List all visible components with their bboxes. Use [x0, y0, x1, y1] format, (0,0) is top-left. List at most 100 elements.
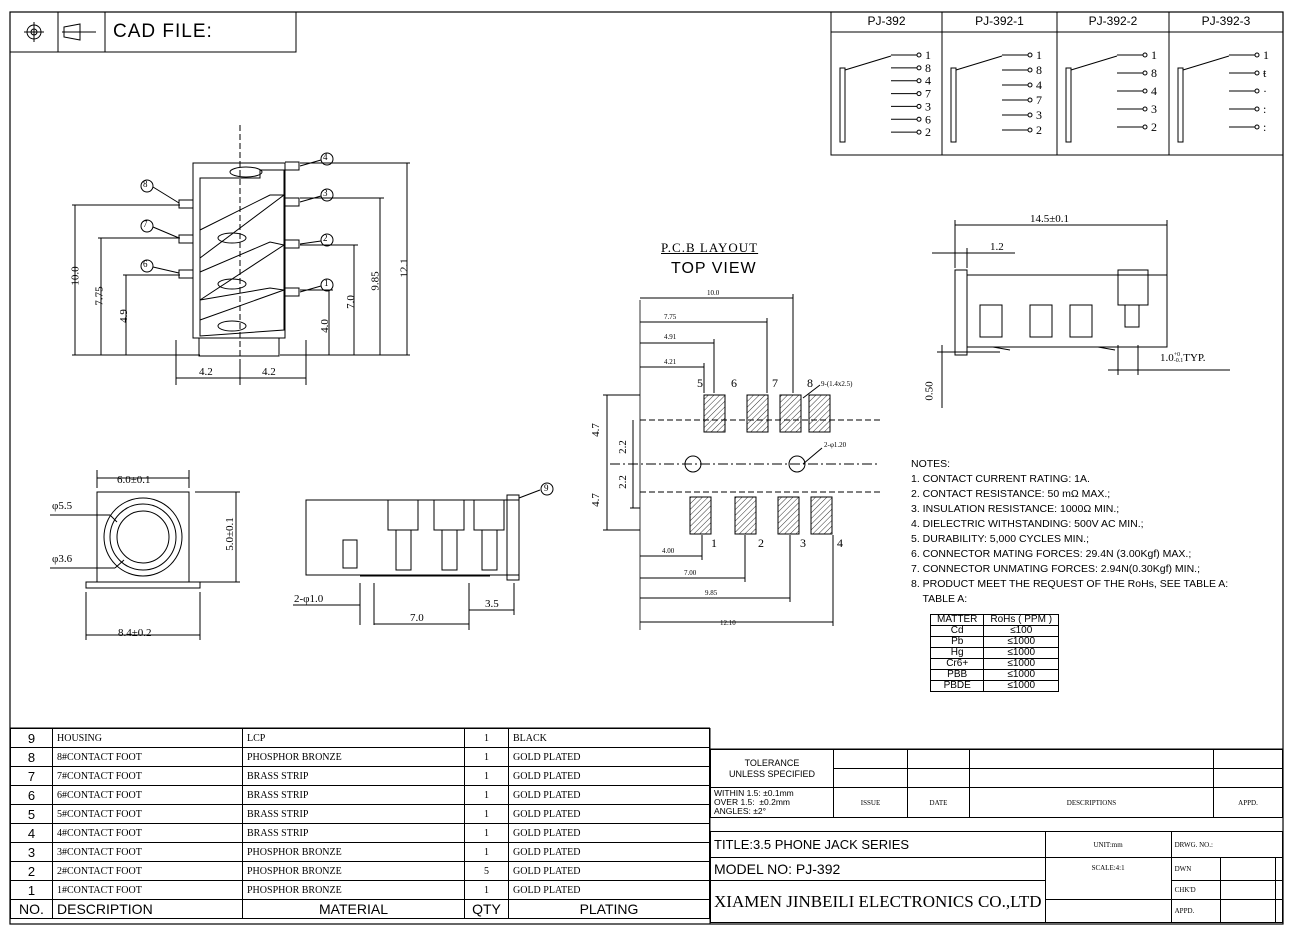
pcb-pad: [746, 394, 769, 433]
tolerance-heading: TOLERANCE UNLESS SPECIFIED: [728, 757, 816, 779]
rohs-cell: ≤1000: [983, 680, 1060, 692]
pcb-pad-number: 2: [758, 536, 764, 550]
drawing-number: DRWG. NO.:: [1170, 831, 1284, 858]
note-item: 8. PRODUCT MEET THE REQUEST OF THE RoHs,…: [911, 578, 1229, 590]
title-block-upper: TOLERANCE UNLESS SPECIFIED WITHIN 1.5: ±…: [710, 749, 1283, 818]
dim-7-0-bottom: 7.0: [410, 612, 424, 624]
bom-cell-no: 7: [10, 766, 53, 786]
projection-symbol-icon: [24, 22, 96, 42]
schematic-sleeve: [1065, 67, 1072, 143]
rohs-cell: PBB: [929, 669, 985, 681]
bom-cell-desc: 6#CONTACT FOOT: [52, 785, 243, 805]
bom-cell-qty: 1: [464, 804, 509, 824]
side-view-drawing: [72, 125, 410, 385]
bom-cell-no: 3: [10, 842, 53, 862]
schematic-spring: [955, 55, 1003, 71]
schematic-pin-label: 3: [925, 99, 931, 113]
note-item: 2. CONTACT RESISTANCE: 50 mΩ MAX.;: [911, 488, 1111, 500]
pcb-pad: [703, 394, 726, 433]
note-item: 7. CONNECTOR UNMATING FORCES: 2.94N(0.30…: [911, 563, 1200, 575]
callout-7: 7: [143, 219, 148, 229]
pcb-dim-bottom: 12.10: [720, 619, 736, 627]
bom-cell-desc: 8#CONTACT FOOT: [52, 747, 243, 767]
note-item: 1. CONTACT CURRENT RATING: 1A.: [911, 473, 1090, 485]
schematic-pin-label: ŧ: [1263, 66, 1267, 80]
dim-pin-sup: +0: [1173, 352, 1181, 359]
bom-cell-plating: GOLD PLATED: [508, 804, 710, 824]
pcb-pad: [734, 496, 757, 535]
schematic-spring: [1182, 55, 1230, 71]
dim-7-0: 7.0: [344, 295, 357, 309]
dim-0-50: 0.50: [923, 381, 936, 401]
schematic-pin-label: 4: [1036, 78, 1042, 92]
dim-4-2-right: 4.2: [262, 366, 276, 378]
schematic-pin-label: 3: [1151, 102, 1157, 116]
bom-cell-no: 2: [10, 861, 53, 881]
schematic-terminal: [916, 103, 922, 109]
schematic-pin-label: 8: [925, 61, 931, 75]
title-block-lower: TITLE:3.5 PHONE JACK SERIES UNIT:mm DRWG…: [710, 831, 1284, 923]
bom-cell-no: 1: [10, 880, 53, 900]
schematic-terminal: [916, 116, 922, 122]
dim-holes: 2-φ1.0: [294, 593, 324, 605]
dim-pin-sub: -0.1: [1173, 358, 1184, 365]
dim-1-2: 1.2: [990, 241, 1004, 253]
pcb-pad-number: 5: [697, 376, 703, 390]
callout-3: 3: [323, 188, 328, 198]
dim-10-0: 10.0: [69, 266, 82, 286]
schematic-terminal: [1254, 88, 1260, 94]
schematic-terminal: [1254, 124, 1260, 130]
note-item: 3. INSULATION RESISTANCE: 1000Ω MIN.;: [911, 503, 1120, 515]
rohs-cell: Cd: [929, 625, 985, 637]
company-name: XIAMEN JINBEILI ELECTRONICS CO.,LTD: [710, 880, 1046, 923]
rohs-row: Hg≤1000: [929, 647, 1060, 659]
rohs-cell: ≤1000: [983, 669, 1060, 681]
bom-cell-desc: 5#CONTACT FOOT: [52, 804, 243, 824]
rohs-row: Pb≤1000: [929, 636, 1060, 648]
schematic-terminal: [1027, 127, 1033, 133]
schematic-pin-label: 4: [925, 74, 931, 88]
schematic-pin-label: 3: [1036, 108, 1042, 122]
tolerance-line: ANGLES: ±2°: [714, 806, 767, 816]
dim-height: 5.0±0.1: [223, 517, 236, 551]
rohs-cell: Pb: [929, 636, 985, 648]
bom-cell-mat: PHOSPHOR BRONZE: [242, 842, 465, 862]
schematic-terminal: [1254, 52, 1260, 58]
pcb-dim-left: 2.2: [616, 475, 629, 489]
bom-cell-mat: PHOSPHOR BRONZE: [242, 747, 465, 767]
schematic-pin-label: 1: [1263, 48, 1269, 62]
schematic-terminal: [1254, 106, 1260, 112]
bom-header-desc: DESCRIPTION: [52, 899, 243, 919]
dim-base: 8.4±0.2: [118, 627, 152, 639]
issue-header: ISSUE: [833, 787, 908, 818]
variant-name: PJ-392: [867, 14, 906, 28]
bom-header-qty: QTY: [464, 899, 509, 919]
bom-cell-mat: BRASS STRIP: [242, 823, 465, 843]
callout-8: 8: [143, 179, 148, 189]
pcb-dim-top: 10.0: [707, 289, 720, 297]
bom-cell-desc: HOUSING: [52, 728, 243, 748]
pcb-dim-left: 4.7: [589, 493, 602, 507]
schematic-terminal: [916, 52, 922, 58]
bom-cell-plating: GOLD PLATED: [508, 747, 710, 767]
schematic-spring: [844, 55, 892, 71]
appd-header: APPD.: [1213, 787, 1283, 818]
schematic-sleeve: [839, 67, 846, 143]
note-item: 4. DIELECTRIC WITHSTANDING: 500V AC MIN.…: [911, 518, 1144, 530]
variant-name: PJ-392-1: [975, 14, 1024, 28]
pcb-pad: [689, 496, 712, 535]
notes-block: NOTES: 1. CONTACT CURRENT RATING: 1A.2. …: [911, 457, 1228, 607]
schematic-spring: [1070, 55, 1118, 71]
chkd-label: CHK'D: [1170, 880, 1222, 900]
bom-cell-plating: GOLD PLATED: [508, 880, 710, 900]
rohs-cell: Cr6+: [929, 658, 985, 670]
schematic-pin-label: :: [1263, 102, 1266, 116]
bom-cell-no: 6: [10, 785, 53, 805]
bom-cell-mat: BRASS STRIP: [242, 766, 465, 786]
schematic-terminal: [1142, 70, 1148, 76]
schematic-pin-label: 1: [1151, 48, 1157, 62]
rohs-cell: ≤1000: [983, 658, 1060, 670]
